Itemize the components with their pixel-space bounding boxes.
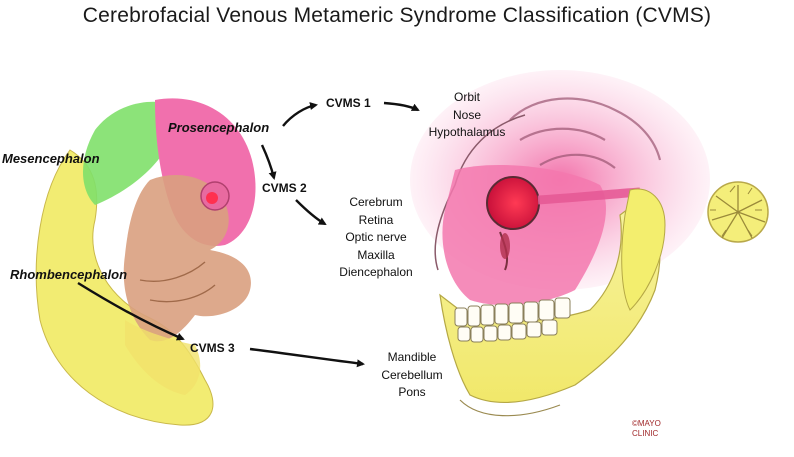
- embryo-illustration: [35, 98, 256, 426]
- arrows: [77, 101, 420, 368]
- arrow-rhombencephalon-to-cvms3: [77, 281, 185, 341]
- cvms1-structure-list: Orbit Nose Hypothalamus: [416, 89, 518, 142]
- arrow-cvms1-to-structures: [383, 101, 420, 112]
- structure-item: Retina: [358, 212, 394, 227]
- structure-item: Diencephalon: [339, 265, 413, 279]
- label-cvms1: CVMS 1: [326, 96, 371, 110]
- arrow-prosencephalon-to-cvms2: [260, 144, 277, 180]
- nostril: [500, 233, 510, 259]
- cerebellum: [707, 181, 769, 243]
- structure-item: Hypothalamus: [428, 125, 506, 139]
- structure-item: Maxilla: [357, 247, 395, 262]
- arrow-cvms3-to-structures: [249, 347, 365, 368]
- label-cvms2: CVMS 2: [262, 181, 307, 195]
- label-cvms3: CVMS 3: [190, 341, 235, 355]
- skull-illustration: [410, 70, 769, 417]
- structure-item: Cerebellum: [381, 367, 443, 382]
- jaw-outline: [459, 399, 561, 417]
- orbit-eye: [486, 176, 540, 230]
- embryo-tail: [125, 320, 201, 395]
- embryo-face: [123, 175, 251, 342]
- cvms2-structure-list: Cerebrum Retina Optic nerve Maxilla Dien…: [322, 194, 430, 282]
- teeth: [454, 297, 571, 343]
- credit-line: CLINIC: [632, 429, 659, 438]
- cvms3-structure-list: Mandible Cerebellum Pons: [364, 349, 460, 402]
- structure-item: Orbit: [453, 90, 480, 104]
- embryo-eye-core: [206, 192, 218, 204]
- arrow-cvms2-to-structures: [295, 199, 327, 226]
- brain-folds: [509, 97, 662, 169]
- mandible-region: [439, 199, 661, 404]
- structure-item: Nose: [452, 107, 481, 122]
- label-mesencephalon: Mesencephalon: [2, 151, 100, 166]
- arrow-prosencephalon-to-cvms1: [282, 102, 318, 127]
- structure-item: Mandible: [387, 350, 437, 364]
- label-rhombencephalon: Rhombencephalon: [10, 267, 128, 282]
- copyright-credit: ©MAYO CLINIC: [632, 419, 661, 439]
- structure-item: Cerebrum: [349, 195, 403, 209]
- embryo-arch-fold: [139, 261, 216, 303]
- structure-item: Optic nerve: [345, 230, 407, 244]
- structure-item: Pons: [398, 385, 426, 399]
- optic-nerve: [537, 187, 641, 205]
- credit-line: ©MAYO: [632, 419, 661, 428]
- mesencephalon-region: [82, 101, 165, 205]
- label-prosencephalon: Prosencephalon: [168, 120, 270, 135]
- mandible-ramus: [621, 188, 666, 311]
- diagram-title: Cerebrofacial Venous Metameric Syndrome …: [82, 4, 712, 27]
